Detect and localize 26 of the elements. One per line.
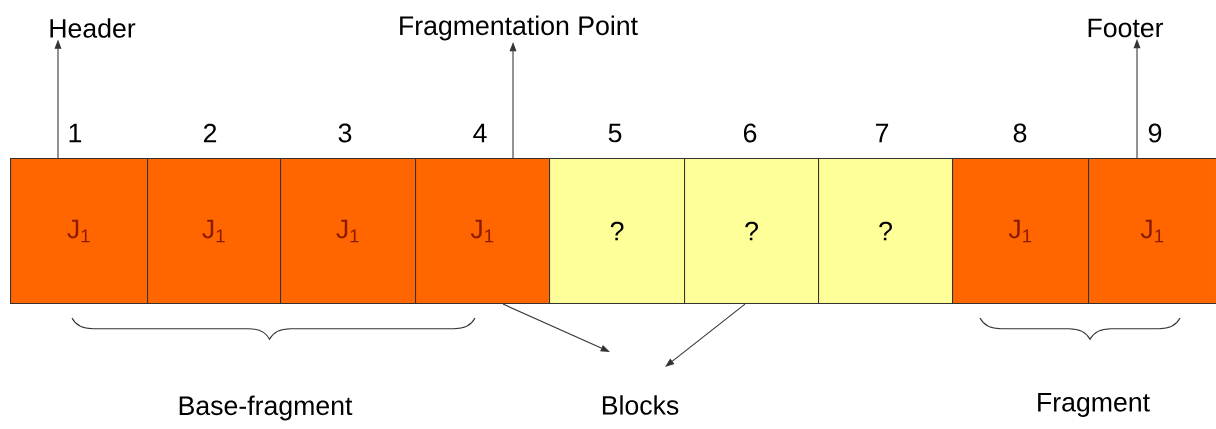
cell-number: 2 [203,123,217,143]
label: Footer [1088,18,1164,38]
cell-number: 4 [473,123,487,143]
label: Blocks [602,395,679,415]
cell-number: 8 [1013,123,1027,143]
cell: ? [549,158,686,305]
cell: ? [684,158,820,305]
label: Header [50,18,136,38]
label: Fragmentation Point [400,15,638,41]
cell: ? [818,158,954,305]
arrow [502,303,610,352]
cell-number: 9 [1148,123,1162,143]
cell-number: 5 [608,123,622,143]
cell: J$_{1}$ [952,158,1090,305]
brace-label: Base-fragment [179,395,353,421]
brace-label: Fragment [1038,393,1150,417]
cell-number: 3 [338,123,352,143]
cell-number: 6 [743,123,757,143]
cell-number: 7 [875,123,889,143]
cell: J$_{1}$ [415,158,551,305]
cell: J$_{1}$ [147,158,282,305]
cell: J$_{1}$ [10,158,149,305]
cell: J$_{1}$ [280,158,417,305]
cell: J$_{1}$ [1088,158,1216,305]
cell-number: 1 [69,123,82,143]
arrow [665,303,746,367]
